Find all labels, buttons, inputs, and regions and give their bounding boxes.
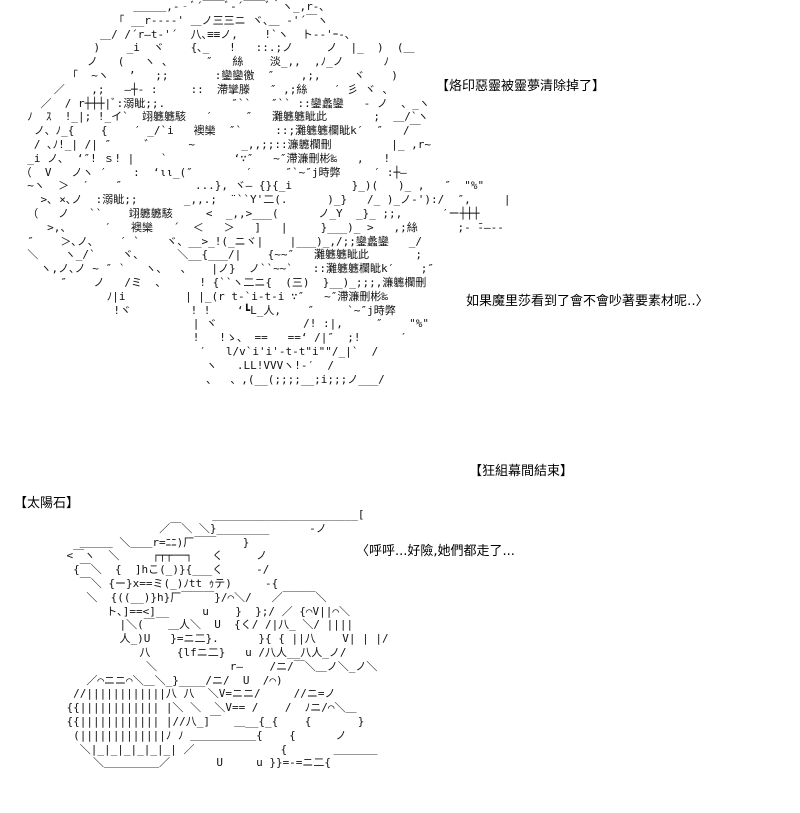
narration-caption-seal-cleared: 【烙印惡靈被靈夢清除掉了】	[436, 79, 606, 94]
narration-caption-interlude-end: 【狂組幕間結束】	[469, 464, 574, 479]
ascii-art-sun-stone-character: ______________________[ ／￣＼ ＼}________ -…	[66, 508, 389, 770]
narration-caption-sun-stone: 【太陽石】	[14, 496, 80, 511]
dialogue-line-relief: 〈呼呼...好險,她們都走了...	[356, 544, 515, 559]
ascii-art-shadow-creature: ＿＿＿,-‐ﾞ´￣￣ﾞ‐´￣￣ﾞ｀ヽ_,r-､ 「 __r---‐' ＿ノ三三ニ…	[20, 0, 511, 386]
dialogue-line-marisa: 如果魔里莎看到了會不會吵著要素材呢‥〉	[466, 294, 709, 309]
